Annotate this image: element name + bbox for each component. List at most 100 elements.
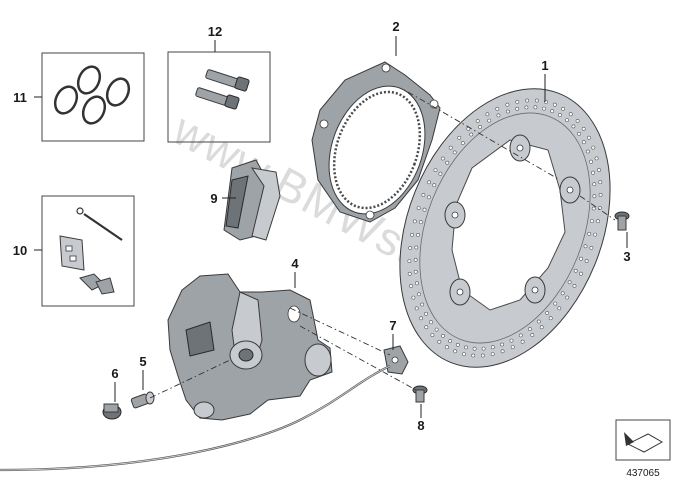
disc-drill-hole [589,159,593,164]
disc-drill-hole [419,316,424,321]
disc-drill-hole [593,232,598,237]
brake-caliper-icon[interactable] [167,273,333,421]
disc-drill-hole [565,118,569,123]
axis-caliper-to-screw [299,325,417,391]
disc-drill-hole [577,131,581,136]
disc-drill-hole [427,180,432,185]
brake-line-holder-icon[interactable] [383,345,409,375]
disc-drill-hole [515,106,520,111]
caliper-bolt-set-box [167,51,271,143]
disc-drill-hole [530,333,535,337]
disc-drill-hole [572,283,577,288]
disc-drill-hole [413,269,418,274]
disc-drill-hole [548,316,553,321]
disc-drill-hole [469,132,474,137]
disc-drill-hole [416,232,421,237]
disc-drill-hole [561,106,566,111]
disc-drill-hole [568,112,573,117]
disc-drill-hole [490,345,495,350]
disc-drill-hole [414,306,419,311]
disc-drill-hole [414,245,419,250]
disc-drill-hole [490,352,495,357]
disc-drill-hole [496,113,501,118]
disc-drill-hole [587,135,591,140]
disc-drill-hole [485,112,490,117]
disc-drill-hole [510,345,515,350]
disc-drill-hole [411,295,416,300]
disc-drill-hole [581,126,586,131]
disc-drill-hole [440,156,445,161]
disc-drill-hole [589,245,594,250]
disc-drill-hole [413,257,418,262]
disc-drill-hole [583,244,588,249]
abs-sensor-ring-icon[interactable] [311,61,442,227]
disc-drill-hole [553,301,558,306]
disc-drill-hole [552,102,557,107]
disc-drill-hole [430,333,435,338]
callout-7[interactable]: 7 [389,318,396,333]
disc-drill-hole [452,150,457,155]
arrow-icon [624,432,664,453]
disc-drill-hole [472,346,477,351]
mounting-screw-icon[interactable] [412,385,428,403]
disc-drill-hole [434,327,439,332]
disc-drill-hole [591,206,596,211]
pin-and-spring-kit-box [41,195,135,307]
disc-drill-hole [414,281,419,286]
disc-drill-hole [525,98,530,103]
disc-drill-hole [418,220,423,225]
callout-11[interactable]: 11 [13,90,27,105]
disc-drill-hole [448,145,453,150]
disc-drill-hole [429,320,433,325]
bleeder-screw-icon[interactable] [130,391,155,409]
disc-drill-hole [592,194,597,199]
disc-drill-hole [480,353,485,358]
callout-8[interactable]: 8 [417,418,424,433]
disc-drill-hole [536,319,541,324]
caliper-bolt-set-icon[interactable] [195,69,250,110]
disc-drill-hole [597,168,601,172]
disc-drill-hole [464,345,468,350]
disc-drill-hole [592,182,597,187]
disc-drill-hole [437,339,442,344]
disc-drill-hole [550,109,555,114]
disc-drill-hole [590,219,594,224]
pin-and-spring-kit-icon[interactable] [59,207,123,295]
disc-drill-hole [586,149,590,154]
disc-drill-hole [545,311,550,315]
disc-drill-hole [495,107,500,111]
disc-drill-hole [487,118,492,123]
callout-6[interactable]: 6 [111,366,118,381]
callout-2[interactable]: 2 [392,19,399,34]
axis-caliper-to-holder [289,307,391,356]
disc-drill-hole [424,311,429,316]
disc-drill-hole [587,231,592,236]
reference-number: 437065 [626,468,660,479]
disc-drill-hole [573,268,578,273]
disc-drill-hole [579,256,583,261]
disc-drill-hole [407,259,412,264]
seal-ring-set-icon[interactable] [51,63,133,127]
disc-drill-hole [598,192,603,197]
callout-10[interactable]: 10 [13,243,27,258]
brake-disc-icon[interactable] [361,57,650,399]
callout-12[interactable]: 12 [208,24,222,39]
disc-drill-hole [408,246,413,250]
disc-drill-hole [438,171,443,176]
callout-1[interactable]: 1 [541,58,548,73]
callout-9[interactable]: 9 [210,191,217,206]
disc-drill-hole [505,109,510,114]
protective-cap-icon[interactable] [102,403,122,420]
callout-5[interactable]: 5 [139,354,146,369]
callout-3[interactable]: 3 [623,249,630,264]
disc-drill-hole [539,325,544,330]
disc-drill-hole [433,168,438,173]
disc-bolt-icon[interactable] [614,211,630,231]
disc-drill-hole [518,333,523,338]
disc-drill-hole [520,339,525,344]
brake-pad-set-icon[interactable] [223,159,281,241]
disc-drill-hole [432,183,437,188]
disc-drill-hole [445,160,450,165]
callout-4[interactable]: 4 [291,256,299,271]
